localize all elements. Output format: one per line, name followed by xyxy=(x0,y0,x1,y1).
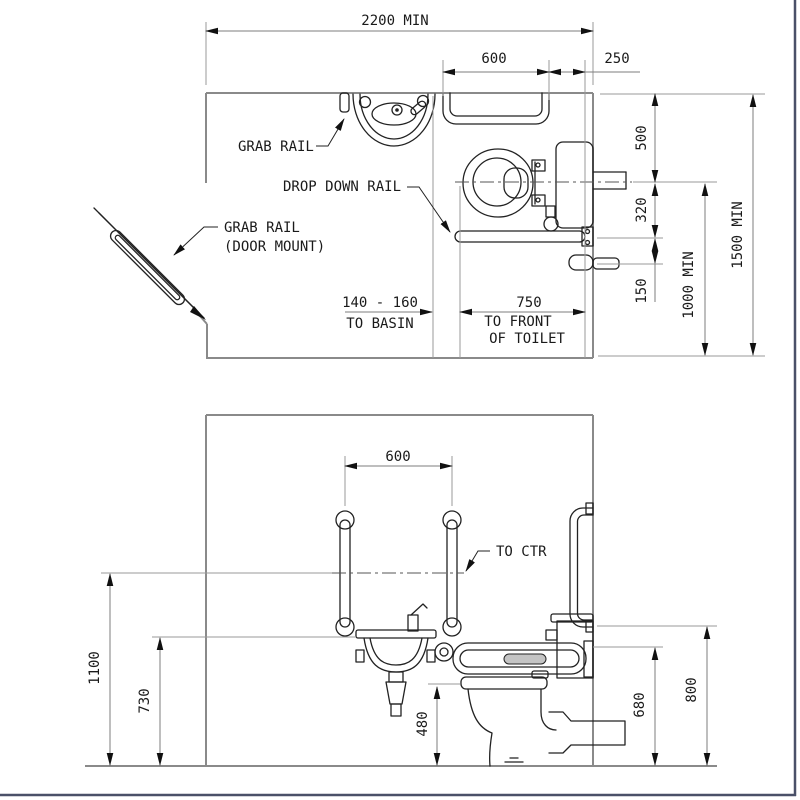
flush-lever xyxy=(545,205,556,218)
plan-toilet xyxy=(462,141,627,271)
dim-toilet-front-note2: OF TOILET xyxy=(489,331,565,347)
basin-tap-lever xyxy=(410,100,427,116)
dim-drop-rail-to-fitting: 150 xyxy=(634,278,650,303)
toilet-seat xyxy=(460,676,548,690)
elevation-basin xyxy=(355,603,437,717)
door-mounted-grab-rail xyxy=(109,229,186,306)
plan-drop-down-rail xyxy=(454,226,594,247)
plan-door xyxy=(93,207,206,320)
elevation-dimension-lines xyxy=(106,462,711,766)
elevation-toilet xyxy=(460,613,626,767)
elevation-view: 600 1100 730 480 680 800 TO CTR xyxy=(85,414,717,767)
elevation-drop-down-rail xyxy=(434,640,594,678)
label-to-ctr: TO CTR xyxy=(496,544,547,560)
dim-rail-centres: 600 xyxy=(385,449,410,465)
dim-basin-gap-note: TO BASIN xyxy=(346,316,413,332)
dim-room-width: 2200 MIN xyxy=(361,13,428,29)
wall-rail-post xyxy=(339,92,350,113)
basin-waste xyxy=(388,671,404,683)
dim-basin-gap: 140 - 160 xyxy=(342,295,418,311)
dim-drop-rail-height: 680 xyxy=(632,692,648,717)
plan-walls xyxy=(198,92,594,359)
label-drop-down-rail: DROP DOWN RAIL xyxy=(283,179,401,195)
dim-cl-to-drop-rail: 320 xyxy=(634,197,650,222)
wall-fitting xyxy=(568,254,594,271)
plan-grab-rail-horizontal xyxy=(442,92,550,125)
dim-basin-height: 730 xyxy=(137,688,153,713)
dim-wall-to-cl: 500 xyxy=(634,125,650,150)
rail-grip xyxy=(503,653,547,665)
plan-labels: GRAB RAIL DROP DOWN RAIL GRAB RAIL (DOOR… xyxy=(173,118,451,256)
dim-room-depth: 1500 MIN xyxy=(730,201,746,268)
label-door-rail-2: (DOOR MOUNT) xyxy=(224,239,325,255)
cistern xyxy=(555,141,594,229)
basin-tap-left xyxy=(358,95,372,109)
dim-rail-to-wall: 250 xyxy=(604,51,629,67)
basin-tap-right xyxy=(416,94,430,108)
dim-rail-length: 600 xyxy=(481,51,506,67)
elevation-walls xyxy=(85,414,717,767)
plan-view: 2200 MIN 600 250 500 320 150 1000 MIN 15… xyxy=(93,13,765,359)
plan-basin xyxy=(339,92,436,147)
dim-toilet-front: 750 xyxy=(516,295,541,311)
cistern-elevation xyxy=(556,620,594,679)
dim-side-rail-height: 800 xyxy=(684,677,700,702)
basin-tap xyxy=(407,614,419,632)
label-grab-rail: GRAB RAIL xyxy=(238,139,314,155)
flush-button xyxy=(545,629,558,641)
basin-drain-dot xyxy=(395,108,399,112)
plan-dimension-lines xyxy=(205,27,757,356)
dim-seat-height: 480 xyxy=(415,711,431,736)
elevation-labels: TO CTR xyxy=(465,544,547,572)
elevation-side-wall-rail xyxy=(569,502,594,633)
door-swing-arrow xyxy=(190,306,206,320)
dim-rail-centre-height: 1100 xyxy=(87,651,103,685)
dim-transfer-space: 1000 MIN xyxy=(681,251,697,318)
dim-toilet-front-note1: TO FRONT xyxy=(484,314,552,330)
label-door-rail-1: GRAB RAIL xyxy=(224,220,300,236)
